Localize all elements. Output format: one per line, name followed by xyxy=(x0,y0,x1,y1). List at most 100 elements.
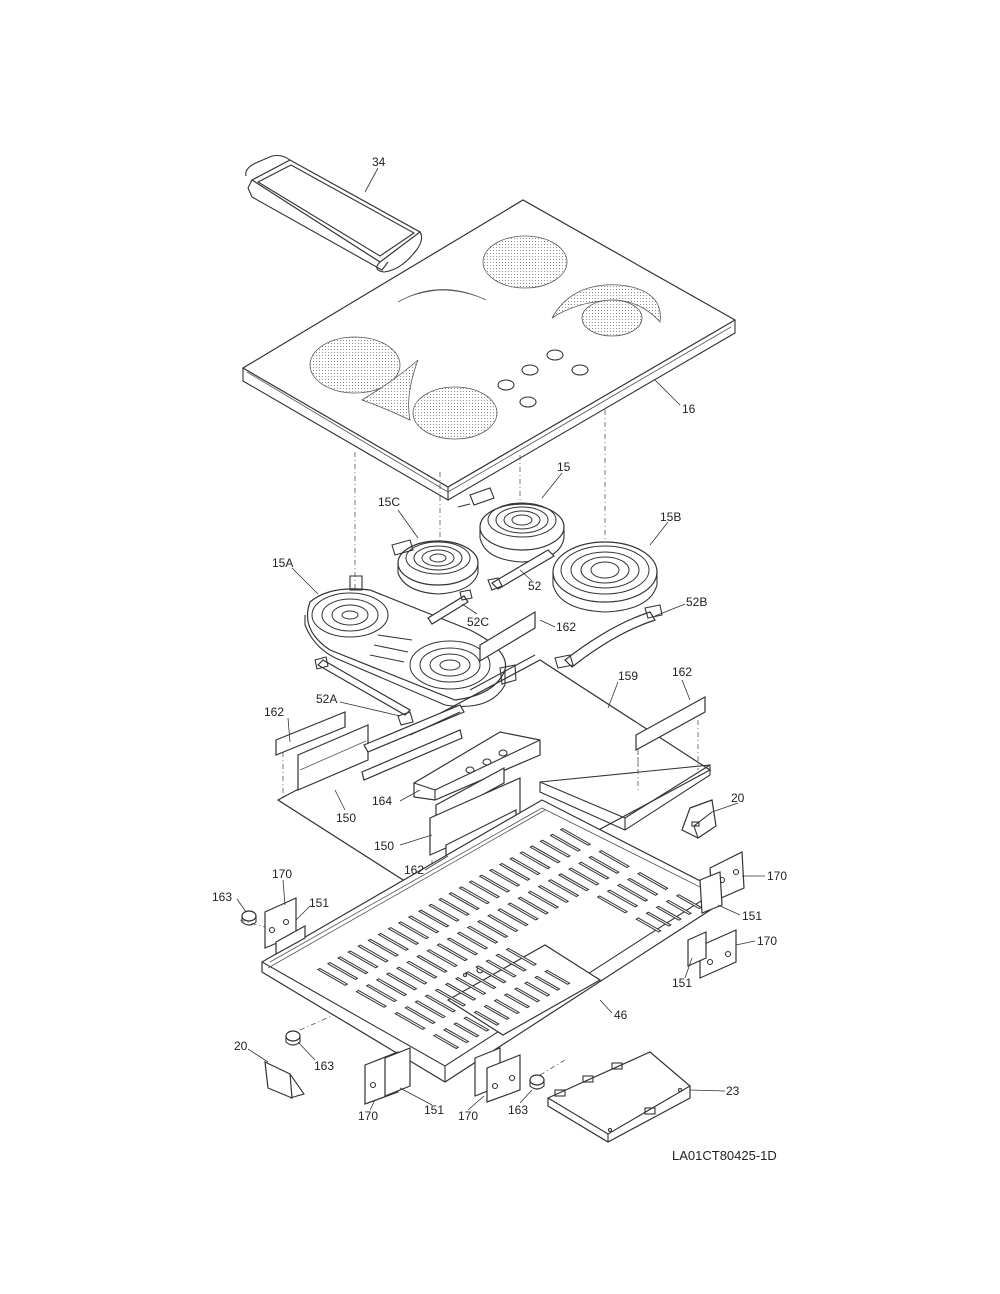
drawing-code: LA01CT80425-1D xyxy=(672,1148,777,1163)
vent-slot xyxy=(655,905,682,921)
label-170-right-bottom: 170 xyxy=(757,934,777,948)
vent-slot xyxy=(513,987,541,1003)
vent-slot xyxy=(596,895,629,914)
label-52a: 52A xyxy=(316,692,337,706)
label-151-right-bottom: 151 xyxy=(672,976,692,990)
label-16: 16 xyxy=(682,402,696,416)
label-170-left: 170 xyxy=(272,867,292,881)
label-151-right-top: 151 xyxy=(742,909,762,923)
bracket-20-left-part xyxy=(264,1060,305,1099)
control-bracket-164-part xyxy=(413,731,541,822)
label-52: 52 xyxy=(528,579,542,593)
shield-162-right-part xyxy=(635,695,706,770)
vent-slot xyxy=(365,984,398,1003)
vent-slot xyxy=(495,953,527,972)
foot-163-bottom-right-part xyxy=(529,1074,545,1090)
label-162-center: 162 xyxy=(404,863,424,877)
part-labels: 34 16 15 15C 15B 15A 52 52C 52B 162 52A … xyxy=(212,155,787,1163)
bracket-52c-part xyxy=(427,589,473,625)
vent-slot xyxy=(534,975,561,991)
vent-slot xyxy=(355,989,388,1008)
label-150-left: 150 xyxy=(336,811,356,825)
vent-slot xyxy=(347,950,379,969)
vent-slot xyxy=(665,899,693,915)
vent-slot xyxy=(443,1028,470,1044)
bracket-170-bottom-left-part xyxy=(364,1047,411,1105)
vent-slot xyxy=(367,938,399,957)
vent-slot xyxy=(637,872,669,891)
bracket-170-left-part xyxy=(264,897,306,956)
panel-150-left-part xyxy=(297,704,465,791)
vent-slot xyxy=(448,892,480,911)
vent-slot xyxy=(476,919,509,938)
vent-slot xyxy=(483,1004,510,1020)
label-15c: 15C xyxy=(378,495,400,509)
label-164: 164 xyxy=(372,794,392,808)
vent-slot xyxy=(475,965,507,984)
vent-slot xyxy=(478,874,511,893)
burner-15b-part xyxy=(552,541,658,613)
label-34: 34 xyxy=(372,155,386,169)
vent-slot xyxy=(505,947,538,966)
housing-46-part xyxy=(261,799,719,1083)
vent-slot xyxy=(487,914,519,933)
vent-slot xyxy=(424,994,457,1013)
vent-slot xyxy=(407,915,440,934)
vent-slot xyxy=(385,972,418,991)
vent-slot xyxy=(438,897,470,916)
vent-slot xyxy=(436,943,469,962)
label-163-left: 163 xyxy=(212,890,232,904)
label-20-left: 20 xyxy=(234,1039,248,1053)
vent-slot xyxy=(626,877,659,896)
vent-slot xyxy=(488,868,521,887)
vent-slots xyxy=(316,827,703,1050)
vent-slot xyxy=(456,931,489,950)
vent-slot xyxy=(509,857,541,876)
leader-lines xyxy=(236,167,765,1111)
vent-slot xyxy=(468,880,501,899)
vent-slot xyxy=(387,927,420,946)
vent-slot xyxy=(446,937,479,956)
vent-slot xyxy=(559,827,592,846)
vent-slot xyxy=(503,993,531,1009)
vent-slot xyxy=(519,851,551,870)
vent-slot xyxy=(397,921,430,940)
vent-slot xyxy=(539,839,571,858)
vent-slot xyxy=(517,896,549,915)
vent-slot xyxy=(453,1022,480,1038)
vent-slot xyxy=(463,1016,490,1032)
vent-slot xyxy=(426,949,458,968)
vent-slot xyxy=(616,883,649,902)
label-15: 15 xyxy=(557,460,571,474)
shield-162-left-part xyxy=(275,711,346,756)
burner-15-part xyxy=(457,487,565,563)
bracket-52-part xyxy=(487,549,555,591)
label-170-bottom-left: 170 xyxy=(358,1109,378,1123)
bracket-52a-part xyxy=(314,656,414,726)
vent-slot xyxy=(395,966,428,985)
cover-plate-23-part xyxy=(547,1051,691,1143)
vent-slot xyxy=(635,917,662,933)
vent-slot xyxy=(557,873,590,892)
label-15a: 15A xyxy=(272,556,293,570)
vent-slot xyxy=(588,855,620,874)
label-151-left: 151 xyxy=(309,896,329,910)
vent-slot xyxy=(326,962,359,981)
label-52b: 52B xyxy=(686,595,707,609)
vent-slot xyxy=(458,886,491,905)
vent-slot xyxy=(444,982,477,1001)
vent-slot xyxy=(529,845,561,864)
label-170-right-top: 170 xyxy=(767,869,787,883)
bracket-170-right-top-part xyxy=(699,851,745,914)
label-52c: 52C xyxy=(467,615,489,629)
griddle-part xyxy=(245,154,423,273)
vent-slot xyxy=(497,908,529,927)
shield-162-upper-part xyxy=(469,610,536,691)
vent-slot xyxy=(406,960,438,979)
vent-slot xyxy=(434,988,467,1007)
label-163-bottom-left: 163 xyxy=(314,1059,334,1073)
label-162-upper: 162 xyxy=(556,620,576,634)
vent-slot xyxy=(493,999,521,1015)
vent-slot xyxy=(598,849,630,868)
